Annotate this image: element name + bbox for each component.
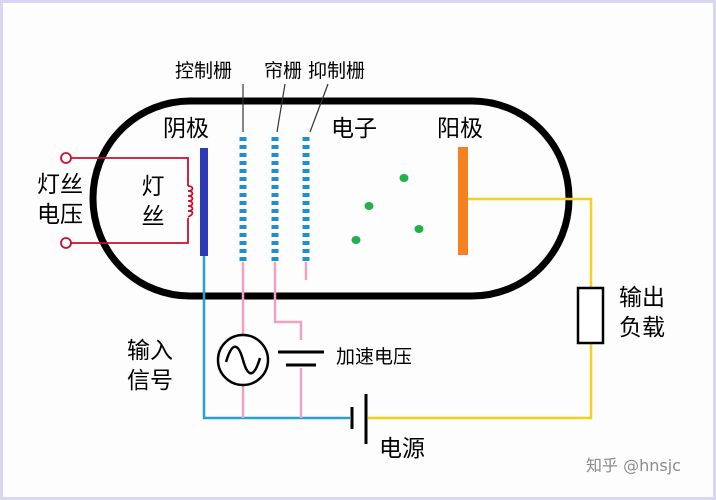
cathode-plate: [200, 148, 208, 256]
suppressor-grid-label: 抑制栅: [308, 60, 366, 82]
electron: [414, 225, 424, 233]
electron: [399, 174, 409, 182]
input-signal-line-1: 输入: [127, 338, 173, 364]
anode-wire: [468, 197, 593, 288]
grid-circuit: [241, 262, 308, 418]
power-supply-label: 电源: [379, 436, 425, 462]
input-signal-line-2: 信号: [127, 368, 173, 394]
filament-terminal-bottom: [60, 237, 72, 249]
electron: [351, 236, 361, 244]
input-circuit: [202, 256, 350, 420]
control-grid-label: 控制栅: [175, 60, 233, 82]
screen-grid-wire: [273, 262, 303, 340]
anode-label: 阳极: [437, 116, 483, 142]
anode-plate: [458, 147, 468, 255]
filament-coil: [187, 185, 194, 218]
electron: [364, 202, 374, 210]
output-load-line-1: 输出: [619, 285, 665, 311]
filament-wire-bottom: [70, 218, 189, 244]
filament-circuit: [60, 152, 194, 249]
output-load-line-2: 负载: [619, 315, 665, 341]
filament-line-2: 丝: [141, 204, 165, 230]
output-load-label: 输出 负载: [616, 283, 668, 343]
filament-terminal-top: [60, 152, 72, 164]
filament-wire-top: [70, 157, 189, 186]
watermark: 知乎 @hnsjc: [586, 456, 681, 475]
cathode-label: 阴极: [163, 116, 209, 142]
load-to-supply-wire: [368, 343, 593, 420]
output-circuit: [368, 197, 593, 420]
filament-voltage-label: 灯丝 电压: [34, 170, 86, 230]
grid-pointer-lines: [242, 83, 329, 133]
accel-voltage-label: 加速电压: [336, 346, 413, 368]
filament-label: 灯 丝: [138, 172, 168, 232]
electrons-label: 电子: [331, 116, 377, 142]
electrons: [351, 174, 424, 244]
filament-voltage-line-1: 灯丝: [37, 172, 83, 198]
signal-source-sine-icon: [224, 345, 262, 375]
cathode-to-supply-wire: [202, 256, 350, 420]
filament-voltage-line-2: 电压: [37, 202, 83, 228]
screen-grid-label: 帘栅: [264, 60, 303, 82]
filament-line-1: 灯: [141, 174, 165, 200]
output-load-resistor: [576, 286, 605, 345]
input-signal-label: 输入 信号: [124, 336, 176, 396]
